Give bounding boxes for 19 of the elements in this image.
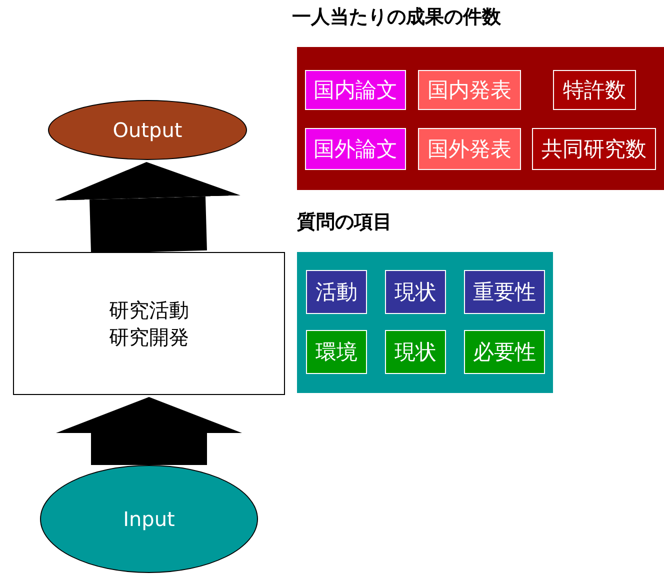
tag-box: 必要性 [464, 330, 545, 374]
tag-box: 活動 [306, 270, 367, 314]
tag-box: 現状 [385, 270, 446, 314]
tag-box: 特許数 [553, 70, 636, 110]
ellipse-node: Output [48, 100, 247, 160]
group-heading: 一人当たりの成果の件数 [292, 5, 501, 30]
tag-box: 国内論文 [305, 70, 406, 110]
tag-box: 共同研究数 [532, 128, 656, 170]
ellipse-node: Input [40, 465, 258, 573]
group-heading: 質問の項目 [297, 210, 392, 235]
tag-box: 重要性 [464, 270, 545, 314]
block-arrow [56, 397, 242, 465]
block-arrow [54, 162, 240, 254]
tag-box: 国外論文 [305, 128, 406, 170]
tag-box: 国内発表 [418, 70, 521, 110]
tag-box: 現状 [385, 330, 446, 374]
tag-box: 環境 [306, 330, 367, 374]
tag-box: 国外発表 [418, 128, 521, 170]
process-box: 研究活動 研究開発 [13, 252, 285, 395]
